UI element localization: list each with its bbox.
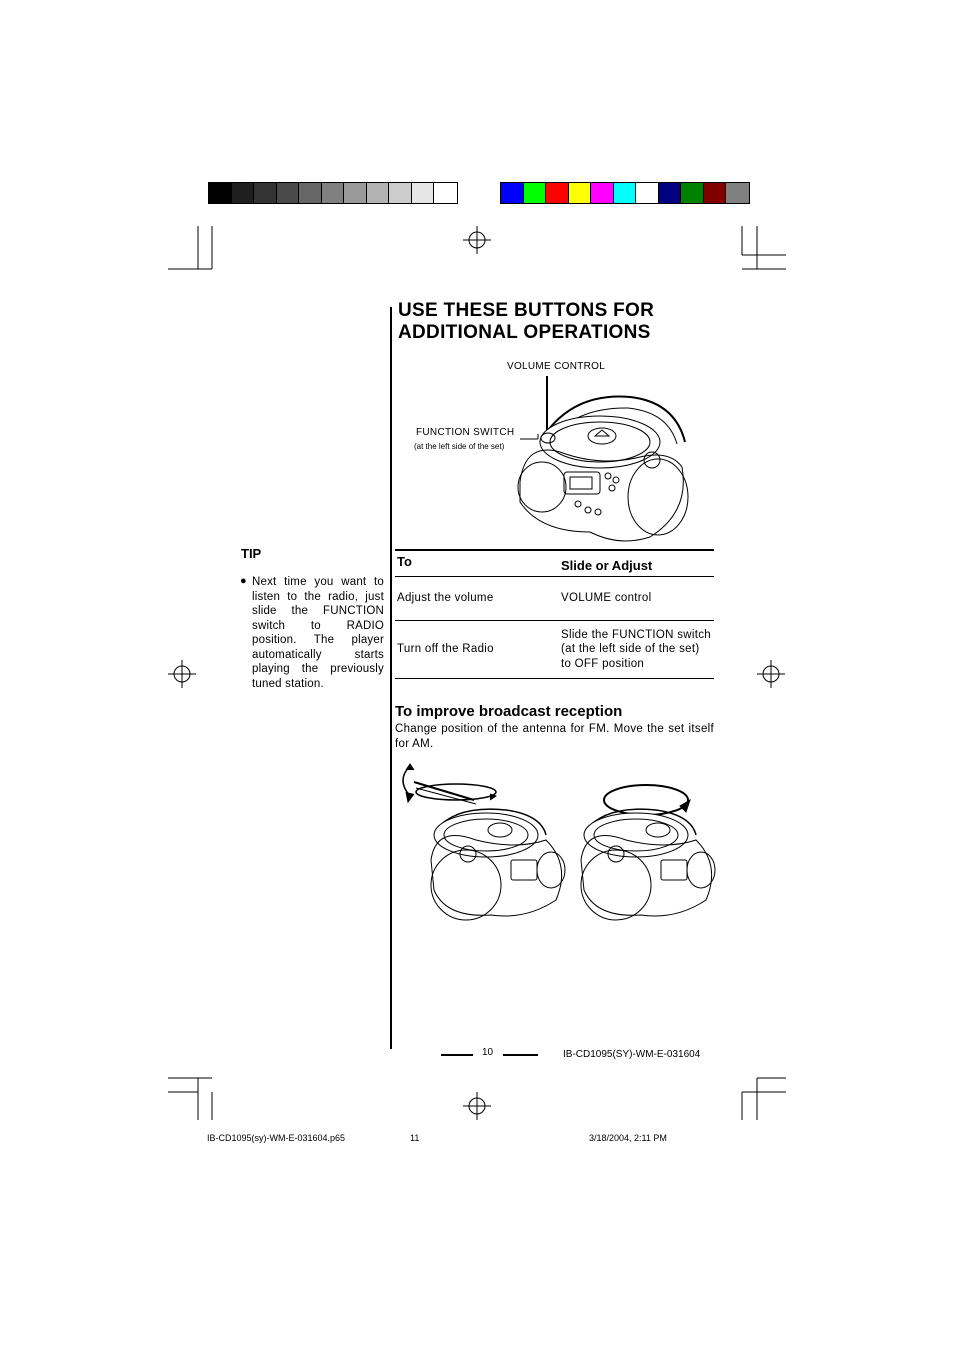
color-swatch xyxy=(546,183,569,203)
color-swatch xyxy=(254,183,277,203)
color-swatch xyxy=(299,183,322,203)
color-swatch xyxy=(501,183,524,203)
page-number: 10 xyxy=(482,1047,494,1058)
title-line-1: USE THESE BUTTONS FOR xyxy=(398,300,655,321)
color-swatch xyxy=(231,183,254,203)
grayscale-bar xyxy=(208,182,458,204)
document-code: IB-CD1095(SY)-WM-E-031604 xyxy=(563,1049,701,1060)
color-swatch xyxy=(434,183,457,203)
tip-text: Next time you want to listen to the radi… xyxy=(252,576,384,690)
color-swatch xyxy=(389,183,412,203)
reception-illustrations xyxy=(402,763,716,921)
page-title: USE THESE BUTTONS FOR ADDITIONAL OPERATI… xyxy=(398,300,728,344)
volume-control-label: VOLUME CONTROL xyxy=(507,361,606,372)
function-switch-note: (at the left side of the set) xyxy=(414,442,505,451)
color-swatch xyxy=(613,183,636,203)
table-row: Turn off the Radio Slide the FUNCTION sw… xyxy=(395,621,714,679)
footer-rule-left xyxy=(441,1054,473,1056)
color-swatch xyxy=(411,183,434,203)
table-header-action: Slide or Adjust xyxy=(561,558,653,573)
column-rule xyxy=(390,307,392,1049)
table-cell: VOLUME control xyxy=(561,592,652,605)
table-cell: Turn off the Radio xyxy=(397,643,494,656)
table-header-to: To xyxy=(397,554,412,569)
print-date: 3/18/2004, 2:11 PM xyxy=(589,1133,667,1143)
table-row: Adjust the volume VOLUME control xyxy=(395,577,714,621)
color-swatch xyxy=(321,183,344,203)
table-cell: Adjust the volume xyxy=(397,592,494,605)
color-swatch xyxy=(658,183,681,203)
color-swatch xyxy=(636,183,659,203)
color-swatch xyxy=(681,183,704,203)
print-file-name: IB-CD1095(sy)-WM-E-031604.p65 xyxy=(207,1133,346,1143)
function-switch-label: FUNCTION SWITCH xyxy=(416,427,515,438)
color-swatch xyxy=(568,183,591,203)
color-swatch xyxy=(209,183,232,203)
color-swatch xyxy=(344,183,367,203)
color-bar xyxy=(500,182,750,204)
color-swatch xyxy=(591,183,614,203)
operations-table: To Slide or Adjust Adjust the volume VOL… xyxy=(395,549,714,679)
tip-bullet: ● xyxy=(240,575,247,587)
reception-heading: To improve broadcast reception xyxy=(395,703,623,720)
boombox-illustration xyxy=(517,376,689,542)
color-swatch xyxy=(276,183,299,203)
footer-rule-right xyxy=(503,1054,538,1056)
print-sheet-number: 11 xyxy=(410,1133,420,1143)
reception-text: Change position of the antenna for FM. M… xyxy=(395,723,714,750)
title-line-2: ADDITIONAL OPERATIONS xyxy=(398,322,651,343)
table-cell: Slide the FUNCTION switch (at the left s… xyxy=(561,628,712,670)
tip-heading: TIP xyxy=(241,546,262,561)
color-swatch xyxy=(366,183,389,203)
color-swatch xyxy=(523,183,546,203)
color-swatch xyxy=(703,183,726,203)
color-swatch xyxy=(726,183,749,203)
